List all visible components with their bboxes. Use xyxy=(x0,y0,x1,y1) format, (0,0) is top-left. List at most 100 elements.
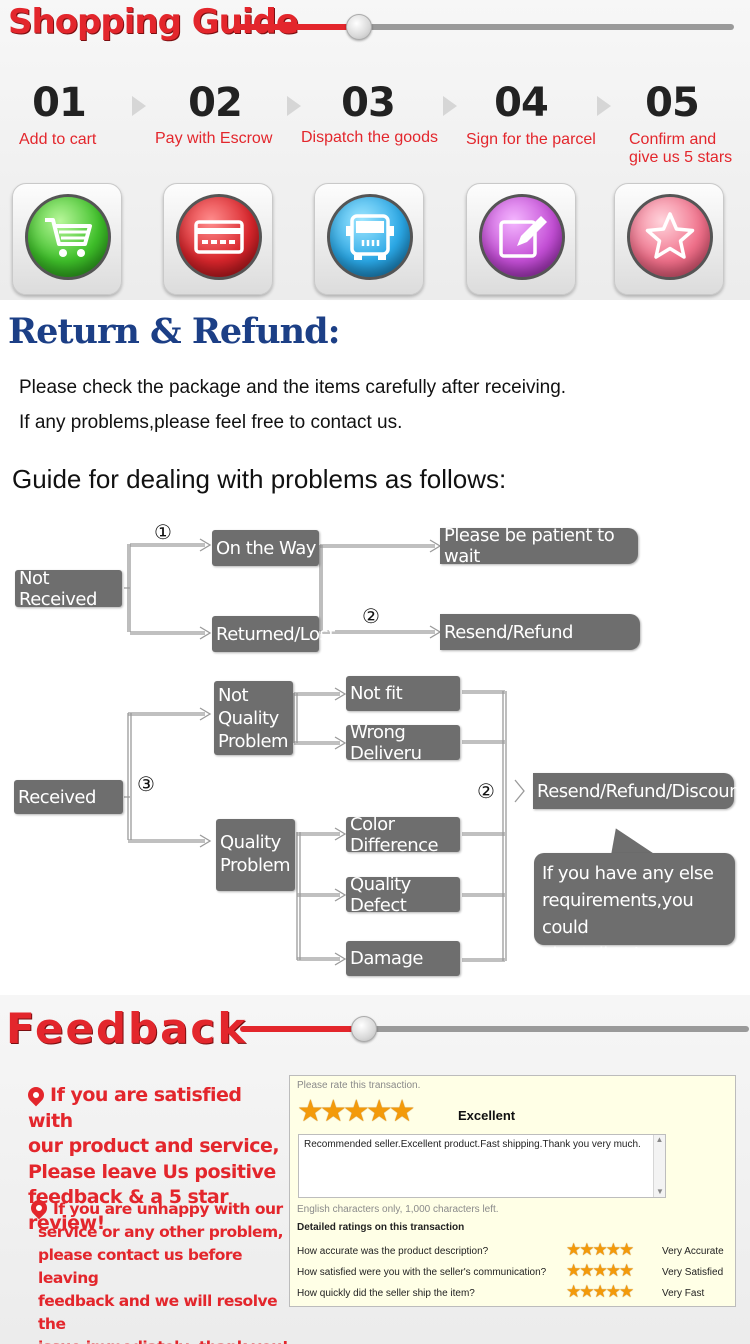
star-icon[interactable]: ★★★★★ xyxy=(566,1261,634,1280)
scroll-down-icon[interactable]: ▼ xyxy=(656,1187,664,1196)
feedback-slider-knob xyxy=(351,1016,377,1042)
rating-stars-1[interactable]: ★★★★★ xyxy=(566,1240,634,1260)
negative-line5: issue immediately ,thank you! xyxy=(31,1336,289,1344)
not-quality-line3: Problem xyxy=(218,731,289,752)
step-number-1: 01 xyxy=(32,80,87,126)
step-number-3: 03 xyxy=(341,80,396,126)
step-tile-2 xyxy=(163,183,273,295)
star-icon[interactable]: ★ xyxy=(388,1095,416,1128)
step-tile-3 xyxy=(314,183,424,295)
location-pin-icon xyxy=(27,1196,51,1220)
bubble-line2: requirements,you could xyxy=(542,890,694,938)
step-label-5-line2: give us 5 stars xyxy=(629,149,733,166)
star-icon[interactable]: ★ xyxy=(365,1095,393,1128)
step-marker-2: ② xyxy=(362,606,380,628)
feedback-slider-track xyxy=(366,1026,749,1032)
speech-bubble: If you have any else requirements,you co… xyxy=(534,853,735,965)
damage-box: Damage xyxy=(346,941,460,976)
positive-line2: our product and service, xyxy=(28,1135,280,1157)
comment-scrollbar[interactable]: ▲ ▼ xyxy=(653,1135,665,1197)
be-patient-box: Please be patient to wait xyxy=(440,525,638,567)
scroll-up-icon[interactable]: ▲ xyxy=(655,1135,664,1144)
quality-problem-line1: Quality xyxy=(220,832,281,853)
not-quality-line1: Not xyxy=(218,685,249,706)
step-number-4: 04 xyxy=(494,80,549,126)
rating-label-3: Very Fast xyxy=(662,1288,705,1299)
step-marker-3: ③ xyxy=(137,774,155,796)
char-count-note: English characters only, 1,000 character… xyxy=(297,1204,499,1215)
negative-line1: If you are unhappy with our xyxy=(53,1200,283,1218)
step-number-5: 05 xyxy=(645,80,700,126)
step-label-2: Pay with Escrow xyxy=(155,130,273,147)
not-fit-box: Not fit xyxy=(346,676,460,711)
not-received-box: Not Received xyxy=(15,568,122,610)
star-icon[interactable]: ★ xyxy=(342,1095,370,1128)
not-quality-line2: Quality xyxy=(218,708,279,729)
quality-defect-box: Quality Defect xyxy=(346,874,460,916)
wrong-delivery-box: Wrong Deliveru xyxy=(346,722,460,764)
positive-line4: feedback & a 5 star review! xyxy=(28,1186,229,1234)
feedback-slider-filled xyxy=(240,1026,366,1032)
credit-card-icon xyxy=(176,194,262,280)
return-refund-line2: If any problems,please feel free to cont… xyxy=(19,412,403,433)
received-box: Received xyxy=(14,780,123,814)
resend-refund-box: Resend/Refund xyxy=(440,614,640,650)
return-refund-title: Return & Refund: xyxy=(8,311,341,352)
slider-track xyxy=(360,24,734,30)
return-refund-line1: Please check the package and the items c… xyxy=(19,377,567,398)
step-label-1: Add to cart xyxy=(19,131,97,148)
step-label-5: Confirm and give us 5 stars xyxy=(629,131,732,167)
returned-lost-box: Returned/Lost xyxy=(212,616,335,652)
rating-question-3: How quickly did the seller ship the item… xyxy=(297,1288,475,1299)
positive-line1: If you are satisfied with xyxy=(28,1084,242,1132)
step-label-3: Dispatch the goods xyxy=(301,129,438,146)
star-icon[interactable]: ★★★★★ xyxy=(566,1240,634,1259)
shopping-guide-section: Shopping Guide 01 02 03 04 05 Add to car… xyxy=(0,0,750,300)
step-arrow-icon xyxy=(443,96,457,116)
negative-line2: service or any other problem, xyxy=(38,1223,284,1241)
quality-problem-box: Quality Problem xyxy=(216,819,295,891)
overall-star-rating[interactable]: ★★★★★ xyxy=(297,1095,416,1128)
bubble-line1: If you have any else xyxy=(542,863,714,884)
comment-textarea[interactable]: Recommended seller.Excellent product.Fas… xyxy=(298,1134,666,1198)
flowchart-connectors xyxy=(124,538,525,966)
positive-feedback-text: If you are satisfied with our product an… xyxy=(24,1083,286,1236)
rating-stars-2[interactable]: ★★★★★ xyxy=(566,1261,634,1281)
bus-icon xyxy=(327,194,413,280)
cart-icon xyxy=(25,194,111,280)
on-the-way-box: On the Way xyxy=(212,530,319,566)
slider-knob xyxy=(346,14,372,40)
comment-text: Recommended seller.Excellent product.Fas… xyxy=(304,1139,641,1150)
star-icon[interactable]: ★ xyxy=(297,1095,324,1128)
step-tile-5 xyxy=(614,183,724,295)
color-difference-box: Color Difference xyxy=(346,814,460,856)
resend-refund-discount-box: Resend/Refund/Discount xyxy=(533,773,747,809)
step-label-5-line1: Confirm and xyxy=(629,131,717,148)
star-icon[interactable]: ★★★★★ xyxy=(566,1282,634,1301)
rate-prompt: Please rate this transaction. xyxy=(297,1080,421,1091)
step-arrow-icon xyxy=(287,96,301,116)
negative-line3: please contact us before leaving xyxy=(38,1246,243,1287)
step-tile-4 xyxy=(466,183,576,295)
rating-question-2: How satisfied were you with the seller's… xyxy=(297,1267,547,1278)
detailed-ratings-heading: Detailed ratings on this transaction xyxy=(297,1222,465,1233)
overall-rating-label: Excellent xyxy=(458,1108,516,1123)
location-pin-icon xyxy=(24,1083,48,1107)
negative-line4: feedback and we will resolve the xyxy=(38,1292,278,1333)
shopping-guide-title: Shopping Guide xyxy=(8,2,299,42)
step-number-2: 02 xyxy=(188,80,243,126)
step-label-4: Sign for the parcel xyxy=(466,131,596,148)
step-marker-2b: ② xyxy=(477,781,495,803)
rating-stars-3[interactable]: ★★★★★ xyxy=(566,1282,634,1302)
edit-icon xyxy=(479,194,565,280)
slider-track-filled xyxy=(236,24,360,30)
star-icon[interactable]: ★ xyxy=(319,1095,347,1128)
step-arrow-icon xyxy=(132,96,146,116)
step-marker-1: ① xyxy=(154,522,172,544)
feedback-title: Feedback xyxy=(6,1004,248,1053)
bubble-line3: also tell us! xyxy=(542,944,640,965)
rating-panel: Please rate this transaction. ★★★★★ Exce… xyxy=(289,1075,736,1307)
negative-feedback-text: If you are unhappy with our service or a… xyxy=(27,1196,289,1344)
quality-problem-line2: Problem xyxy=(220,855,291,876)
step-arrow-icon xyxy=(597,96,611,116)
